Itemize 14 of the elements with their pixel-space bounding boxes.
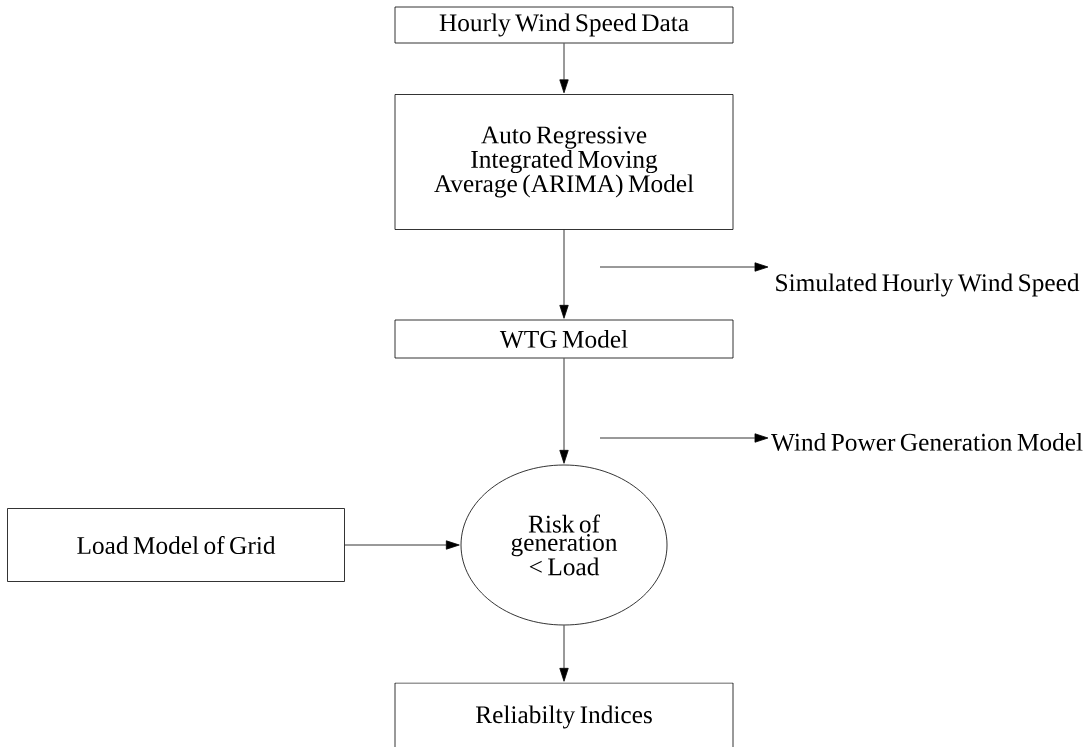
process-box: Load Model of Grid xyxy=(7,508,345,582)
arrow xyxy=(559,358,569,464)
arrow xyxy=(559,229,569,319)
arrow xyxy=(599,262,769,272)
arrow xyxy=(344,540,460,550)
output-label: Simulated Hourly Wind Speed xyxy=(776,273,1080,297)
output-label: Wind Power Generation Model xyxy=(771,433,1083,451)
arrow xyxy=(559,625,569,682)
process-box: Reliabilty Indices xyxy=(394,682,734,747)
process-box: Auto Regressive Integrated Moving Average (ARIMA) Model xyxy=(394,94,734,230)
process-box: WTG Model xyxy=(394,319,734,359)
arrow xyxy=(559,43,569,94)
process-box: Hourly Wind Speed Data xyxy=(394,6,734,44)
arrow xyxy=(599,433,769,443)
